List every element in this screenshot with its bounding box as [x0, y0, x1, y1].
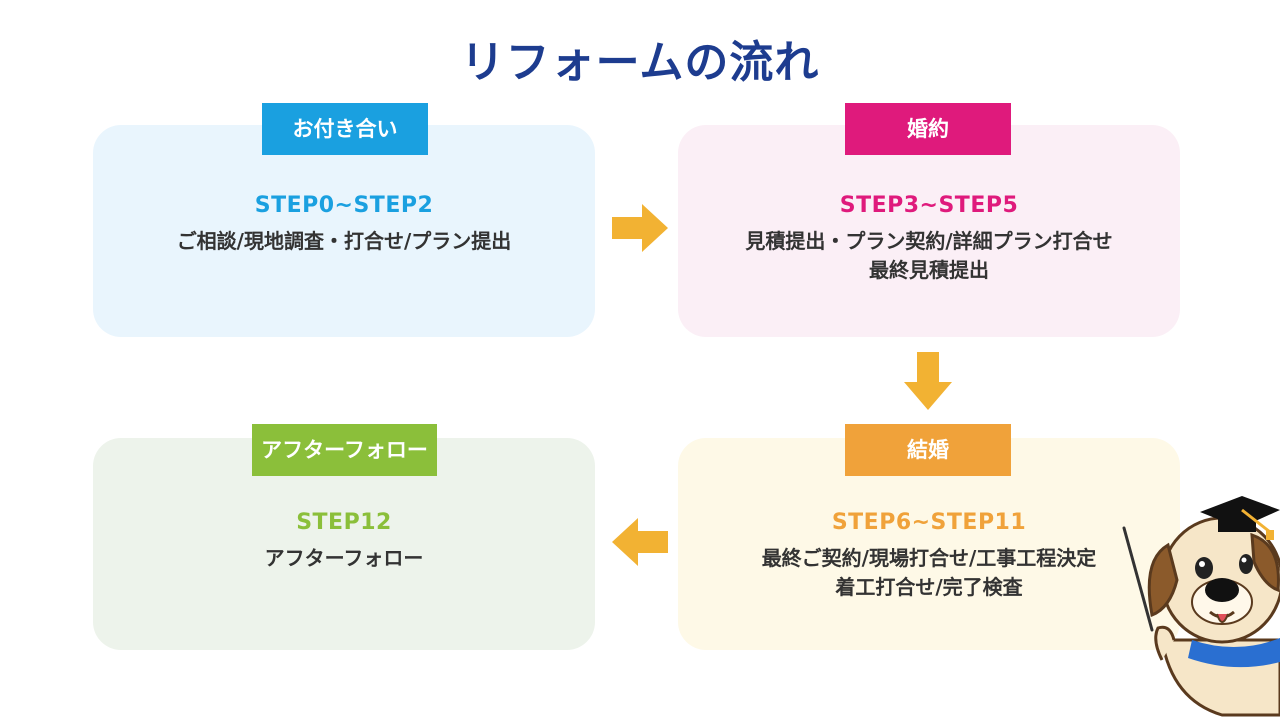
arrow-left-icon	[612, 518, 668, 566]
page-title: リフォームの流れ	[460, 37, 820, 88]
stage-desc-line: 見積提出・プラン契約/詳細プラン打合せ	[745, 229, 1113, 253]
stage-tag: アフターフォロー	[252, 424, 437, 476]
stage-desc-line: 最終ご契約/現場打合せ/工事工程決定	[761, 546, 1097, 570]
stage-step: STEP12	[296, 510, 392, 535]
stage-desc-line: 最終見積提出	[869, 258, 989, 282]
stage-tag: 婚約	[845, 103, 1011, 155]
stage-tag: 結婚	[845, 424, 1011, 476]
stage-desc-line: ご相談/現地調査・打合せ/プラン提出	[176, 229, 512, 253]
stage-card-1: STEP0~STEP2 ご相談/現地調査・打合せ/プラン提出	[93, 125, 595, 337]
stage-desc-line: アフターフォロー	[264, 546, 424, 570]
arrow-down-icon	[904, 352, 952, 410]
stage-tag: お付き合い	[262, 103, 428, 155]
stage-step: STEP3~STEP5	[839, 193, 1019, 218]
dog-mascot-icon	[1122, 496, 1280, 717]
arrow-right-icon	[612, 204, 668, 252]
stage-desc-line: 着工打合せ/完了検査	[835, 575, 1023, 599]
stage-step: STEP6~STEP11	[831, 510, 1027, 535]
stage-card-2: STEP3~STEP5 見積提出・プラン契約/詳細プラン打合せ 最終見積提出	[678, 125, 1180, 337]
stage-step: STEP0~STEP2	[254, 193, 434, 218]
